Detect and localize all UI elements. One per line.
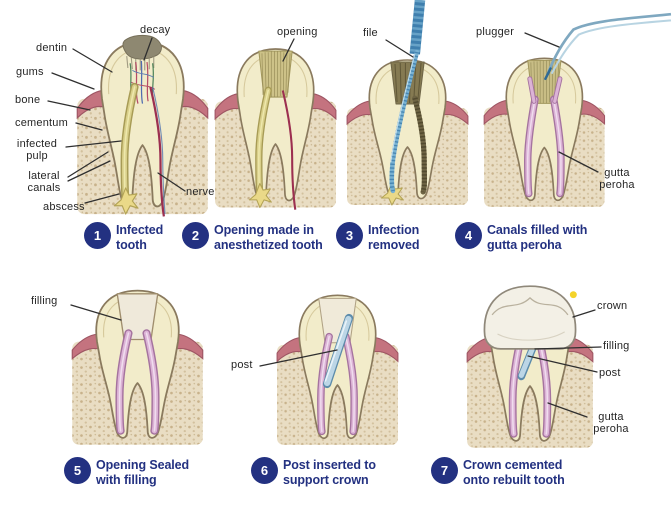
label-filling-step5: filling — [31, 295, 58, 307]
label-infected-pulp: infected pulp — [16, 138, 58, 163]
label-opening: opening — [277, 26, 318, 38]
label-decay: decay — [140, 24, 171, 36]
step-1-caption: 1 Infected tooth — [84, 222, 163, 253]
label-nerve: nerve — [186, 186, 215, 198]
step-2-caption: 2 Opening made in anesthetized tooth — [182, 222, 323, 253]
illustration-step-3-file — [346, 0, 469, 206]
label-gutta-peroha-step7: gutta peroha — [593, 411, 629, 436]
step-3-badge: 3 — [336, 222, 363, 249]
label-cementum: cementum — [15, 117, 68, 129]
label-crown: crown — [597, 300, 628, 312]
step-6-badge: 6 — [251, 457, 278, 484]
step-7-badge: 7 — [431, 457, 458, 484]
step-5-caption: 5 Opening Sealed with filling — [64, 457, 189, 488]
step-4-badge: 4 — [455, 222, 482, 249]
step-1-badge: 1 — [84, 222, 111, 249]
illustration-step-2-opening — [214, 48, 337, 210]
step-5-badge: 5 — [64, 457, 91, 484]
label-plugger: plugger — [476, 26, 515, 38]
illustration-step-1-infected-tooth — [76, 34, 209, 217]
step-7-caption: 7 Crown cemented onto rebuilt tooth — [431, 457, 565, 488]
step-5-caption-text: Opening Sealed with filling — [96, 458, 190, 487]
step-7-caption-text: Crown cemented onto rebuilt tooth — [463, 458, 565, 487]
step-3-caption: 3 Infection removed — [336, 222, 420, 253]
step-2-caption-text: Opening made in anesthetized tooth — [214, 223, 323, 252]
label-bone: bone — [15, 94, 41, 106]
step-1-caption-text: Infected tooth — [116, 223, 164, 252]
label-gutta-peroha-step4: gutta peroha — [599, 167, 635, 192]
step-3-caption-text: Infection removed — [368, 223, 420, 252]
label-lateral-canals: lateral canals — [27, 170, 61, 195]
label-file: file — [363, 27, 378, 39]
illustration-step-4-plugger — [483, 12, 672, 208]
step-4-caption-text: Canals filled with gutta peroha — [487, 223, 588, 252]
step-6-caption: 6 Post inserted to support crown — [251, 457, 376, 488]
step-2-badge: 2 — [182, 222, 209, 249]
label-gums: gums — [16, 66, 44, 78]
label-post-step6: post — [231, 359, 253, 371]
label-post-step7: post — [599, 367, 621, 379]
illustration-step-7-crown — [466, 285, 594, 449]
label-dentin: dentin — [36, 42, 68, 54]
step-4-caption: 4 Canals filled with gutta peroha — [455, 222, 587, 253]
label-filling-step7: filling — [603, 340, 630, 352]
label-abscess: abscess — [43, 201, 85, 213]
illustration-step-5-filling — [71, 289, 204, 446]
step-6-caption-text: Post inserted to support crown — [283, 458, 376, 487]
illustration-step-6-post — [276, 294, 399, 446]
